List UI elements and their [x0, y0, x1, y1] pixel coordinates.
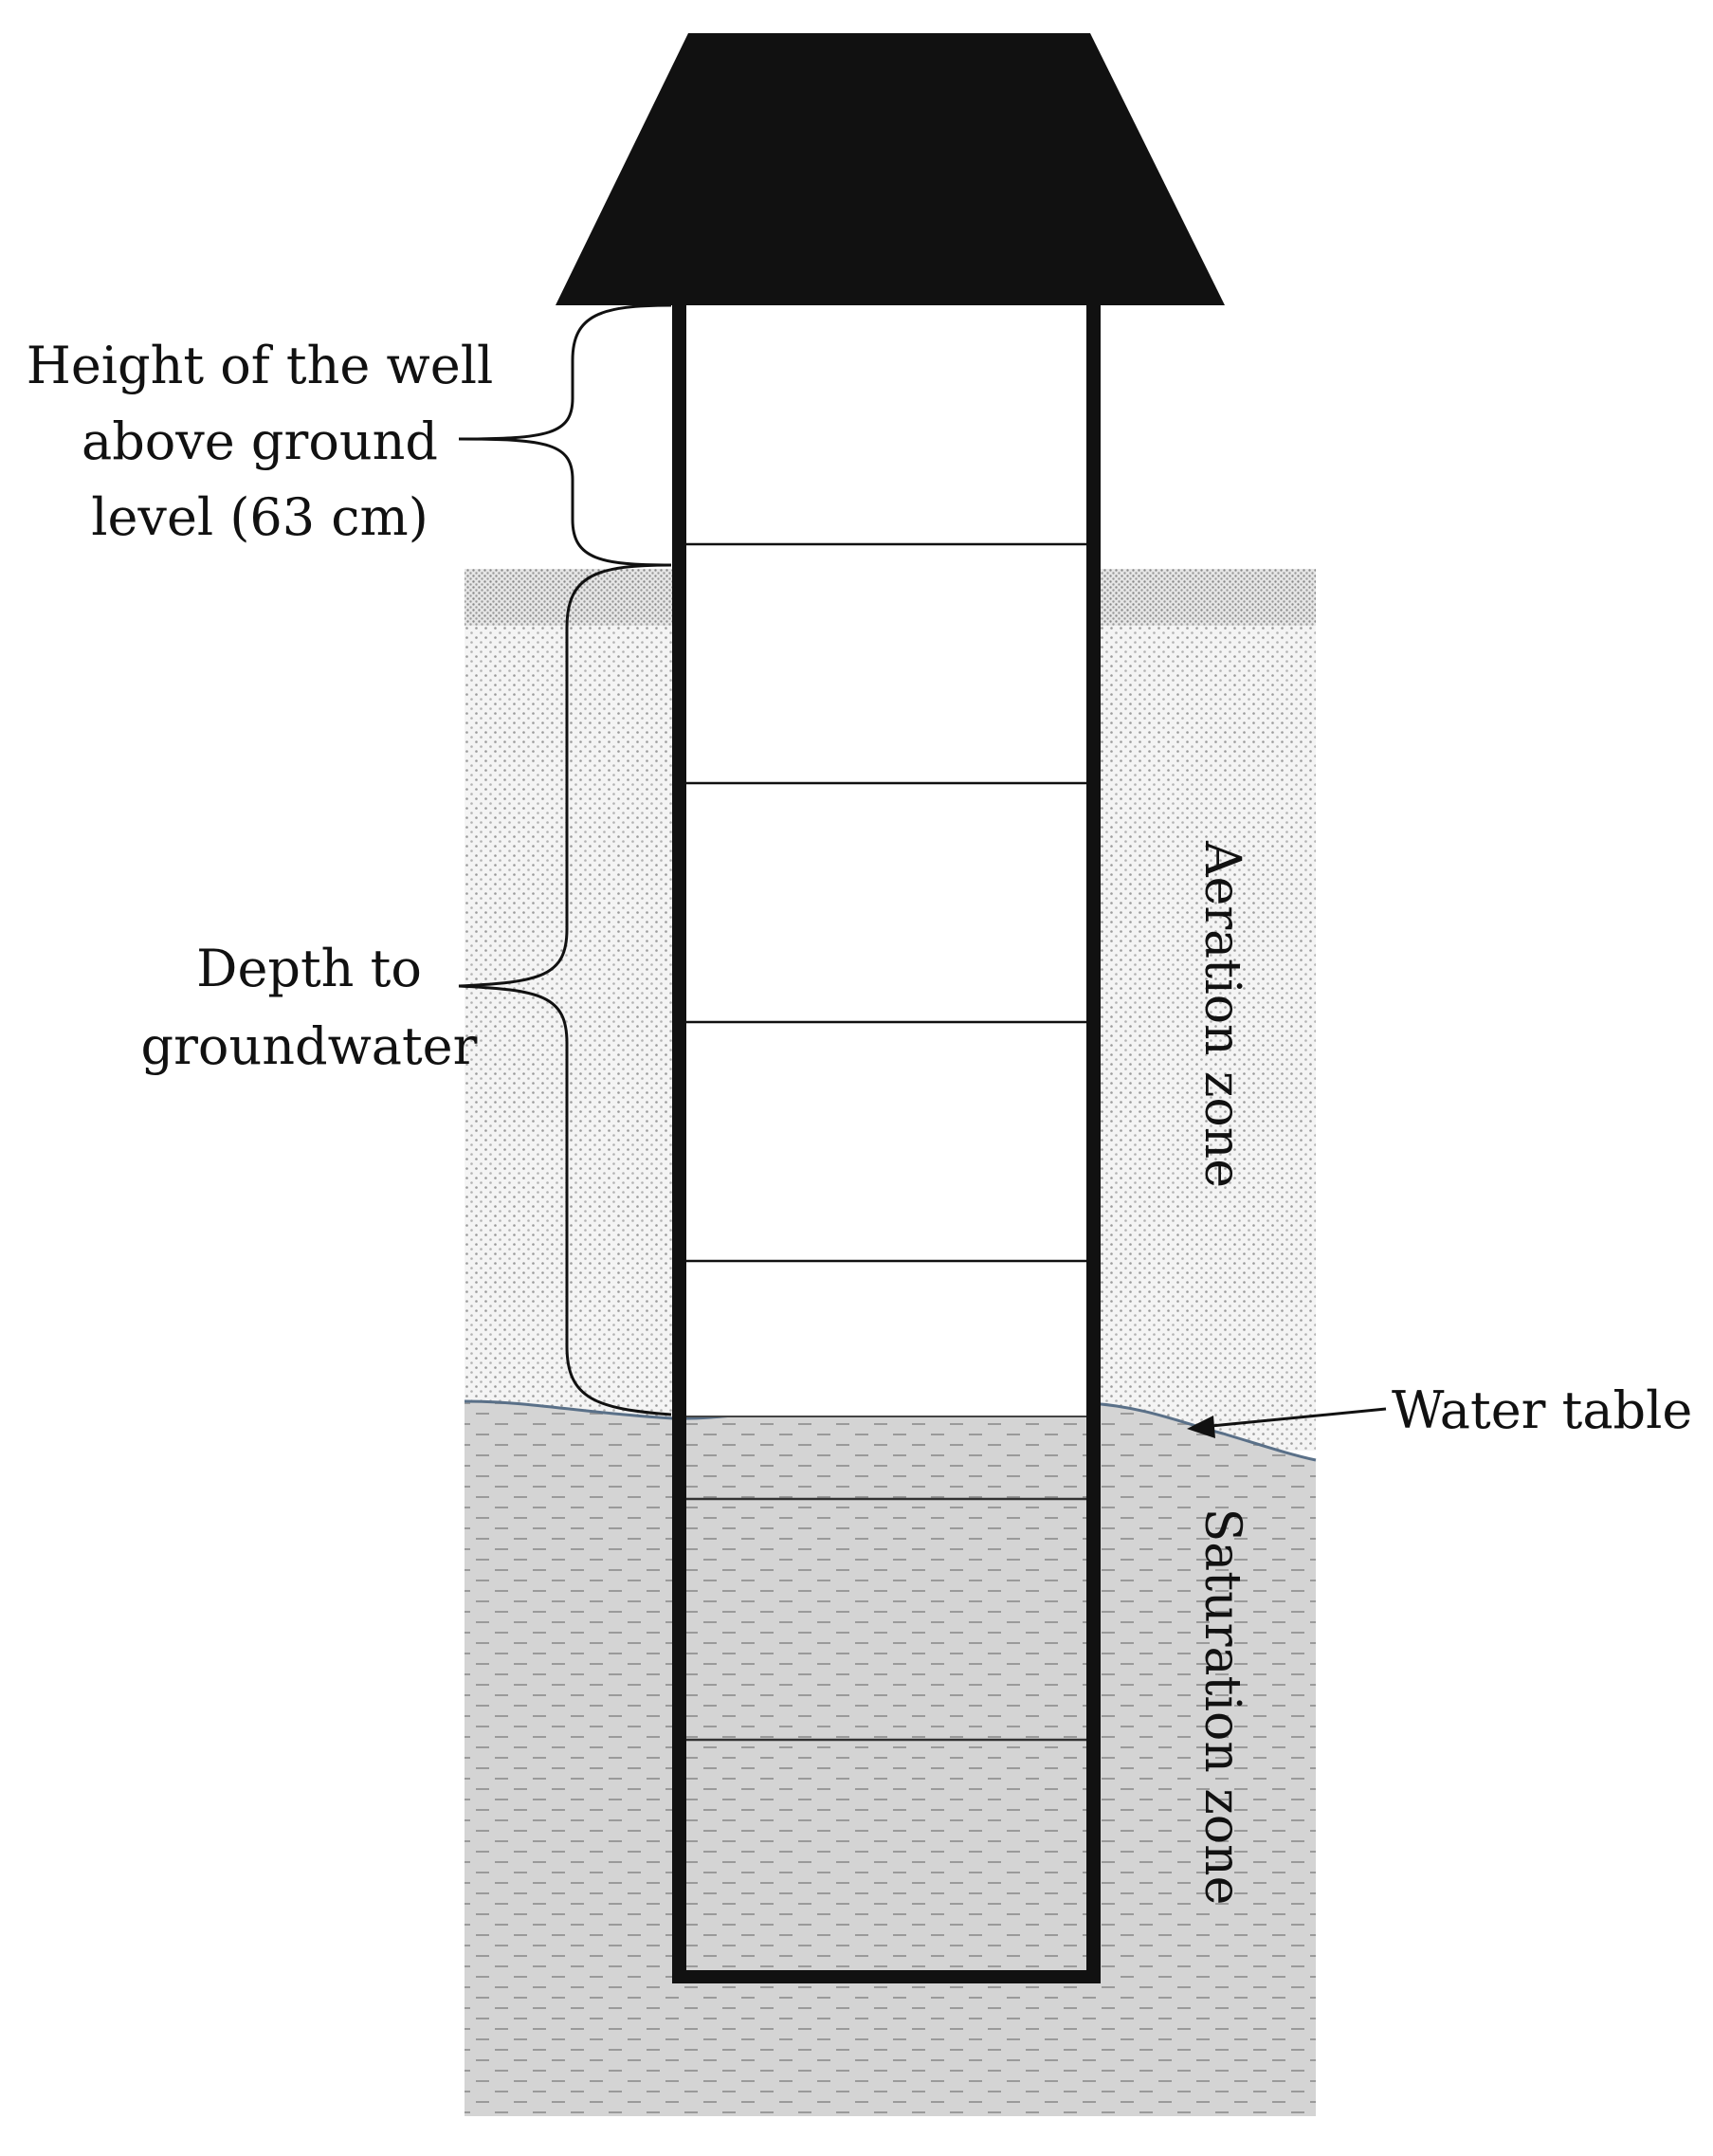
height-label-line1: Height of the well: [27, 336, 494, 395]
height-label-line2: above ground: [82, 411, 438, 471]
depth-label-line1: Depth to: [196, 939, 422, 998]
depth-label-line2: groundwater: [141, 1016, 478, 1076]
saturation-zone-label: Saturation zone: [1194, 1508, 1250, 1906]
well-interior: [680, 305, 1091, 1416]
saturation-zone-area: [465, 1401, 1316, 2116]
well-cap: [556, 33, 1225, 305]
well-ring-joints: [680, 542, 1091, 1263]
depth-brace: [458, 563, 672, 1416]
height-label-line3: level (63 cm): [91, 487, 428, 547]
height-brace: [458, 303, 672, 567]
water-table-arrow: [1187, 1407, 1387, 1438]
aeration-zone-label: Aeration zone: [1194, 840, 1250, 1188]
well-casing: [672, 305, 1101, 1983]
water-table-label: Water table: [1392, 1380, 1692, 1440]
